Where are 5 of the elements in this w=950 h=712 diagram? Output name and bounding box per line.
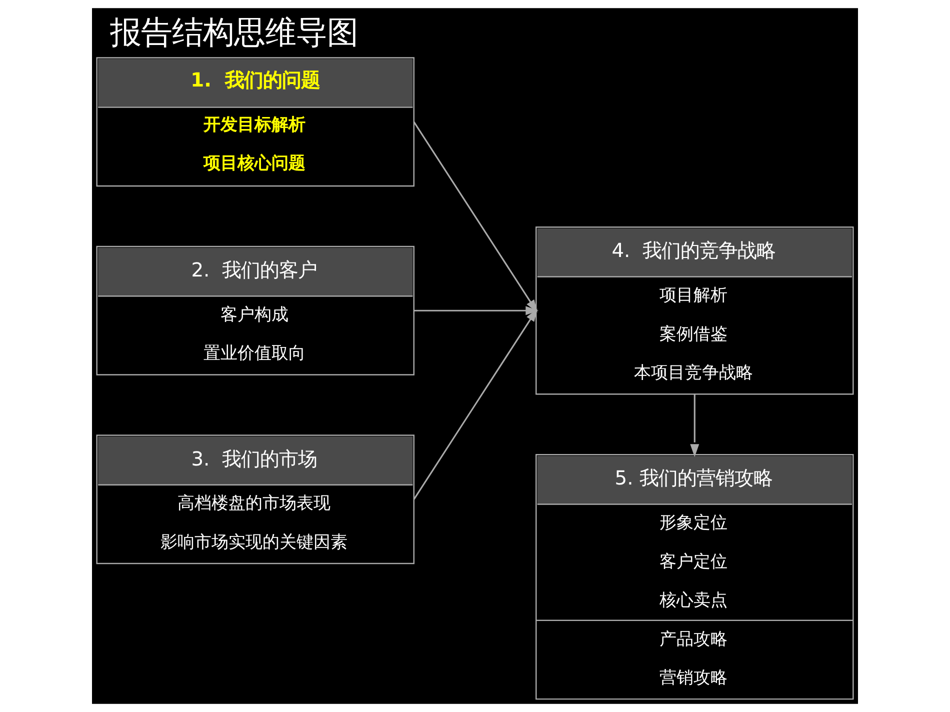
arrow	[413, 121, 538, 313]
arrow	[414, 306, 538, 316]
diagram-title: 报告结构思维导图	[110, 14, 358, 51]
arrow	[413, 308, 538, 500]
arrow	[690, 394, 700, 457]
